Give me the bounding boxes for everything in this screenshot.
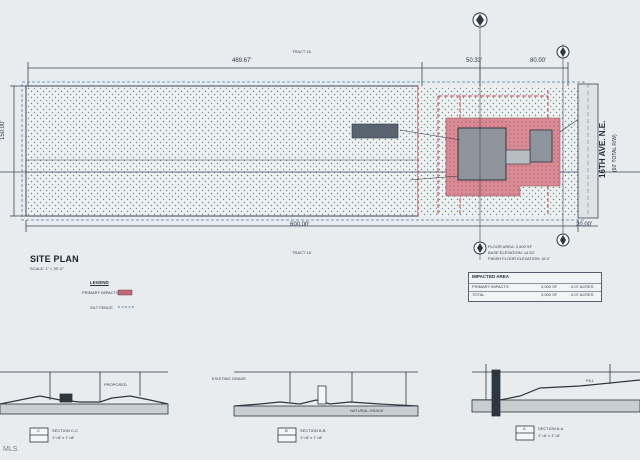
lot-area <box>25 85 419 217</box>
impacted-area-table: IMPACTED AREA PRIMARY IMPACTS 3,000 SF 0… <box>468 272 602 302</box>
lot-note-box <box>351 123 399 139</box>
dim-top-right: 80.00' <box>530 58 547 64</box>
legend-title: LEGEND <box>90 280 109 285</box>
section-scale-c: 1"=8' x 1"=8' <box>52 435 75 440</box>
driveway <box>505 149 531 165</box>
area-note-1: FLOOR AREA: 2,500 SF <box>488 244 533 249</box>
section-label-c: SECTION C-C <box>52 428 78 433</box>
row-ac: 0.07 ACRES <box>571 284 594 289</box>
section-c-drawing <box>0 371 169 415</box>
area-note-3: FINISH FLOOR ELEVATION: 16.0' <box>488 256 550 261</box>
left-dimension-line <box>10 85 26 217</box>
section-b-drawing <box>233 371 419 417</box>
site-plan-scale: SCALE: 1" = 30'-0" <box>30 266 64 271</box>
dim-left-side: 150.00' <box>0 120 6 141</box>
section-badge-a <box>515 425 535 441</box>
section-badge-b <box>277 427 297 443</box>
table-row: TOTAL 3,000 SF 0.07 ACRES <box>469 291 601 299</box>
row-name: PRIMARY IMPACTS <box>472 284 509 289</box>
legend-impact-swatch <box>117 289 133 296</box>
section-scale-b: 1"=8' x 1"=8' <box>300 435 323 440</box>
mls-watermark: MLS <box>3 446 18 453</box>
section-a-drawing <box>471 364 640 417</box>
building-annex <box>529 129 553 163</box>
section-note-proposed: PROPOSED <box>104 382 127 387</box>
row-name: TOTAL <box>472 292 485 297</box>
section-letter-c: C <box>37 428 40 433</box>
legend-item-impacts: PRIMARY IMPACTS <box>82 290 119 295</box>
site-plan-title: SITE PLAN <box>30 254 79 264</box>
dim-bottom-right: 20.00' <box>576 222 593 228</box>
impacted-area-title: IMPACTED AREA <box>472 274 509 279</box>
area-note-2: BASE ELEVATION: 14.50' <box>488 250 535 255</box>
row-sf: 3,000 SF <box>541 292 558 297</box>
dim-top-main: 469.67' <box>232 58 252 64</box>
row-sf: 3,000 SF <box>541 284 558 289</box>
legend-item-silt: SILT FENCE <box>90 305 113 310</box>
tract-label-bottom: TRACT 18 <box>292 250 311 255</box>
leader-lines <box>399 117 581 181</box>
section-label-b: SECTION B-B <box>300 428 326 433</box>
building-footprint <box>457 127 507 181</box>
section-note-fill: FILL <box>586 378 595 383</box>
section-letter-a: A <box>523 426 526 431</box>
dim-bottom-main: 600.00' <box>290 222 310 228</box>
section-letter-b: B <box>285 428 288 433</box>
section-note-natural: NATURAL GRADE <box>350 408 384 413</box>
section-note-existing: EXISTING GRADE <box>212 376 247 381</box>
bottom-dimension-lines <box>25 220 598 232</box>
street-name: 16TH AVE. N.E. <box>598 120 607 178</box>
tract-label-top: TRACT 16 <box>292 49 311 54</box>
street-subtitle: (60' TOTAL R/W) <box>612 134 618 172</box>
section-marker-top <box>472 12 488 260</box>
section-scale-a: 1"=8' x 1"=8' <box>538 433 561 438</box>
dim-top-mid: 50.33' <box>466 58 483 64</box>
section-marker-right <box>556 44 570 247</box>
table-row: PRIMARY IMPACTS 3,000 SF 0.07 ACRES <box>469 283 601 291</box>
row-ac: 0.07 ACRES <box>571 292 594 297</box>
section-badge-c <box>29 427 49 443</box>
section-label-a: SECTION A-A <box>538 426 564 431</box>
